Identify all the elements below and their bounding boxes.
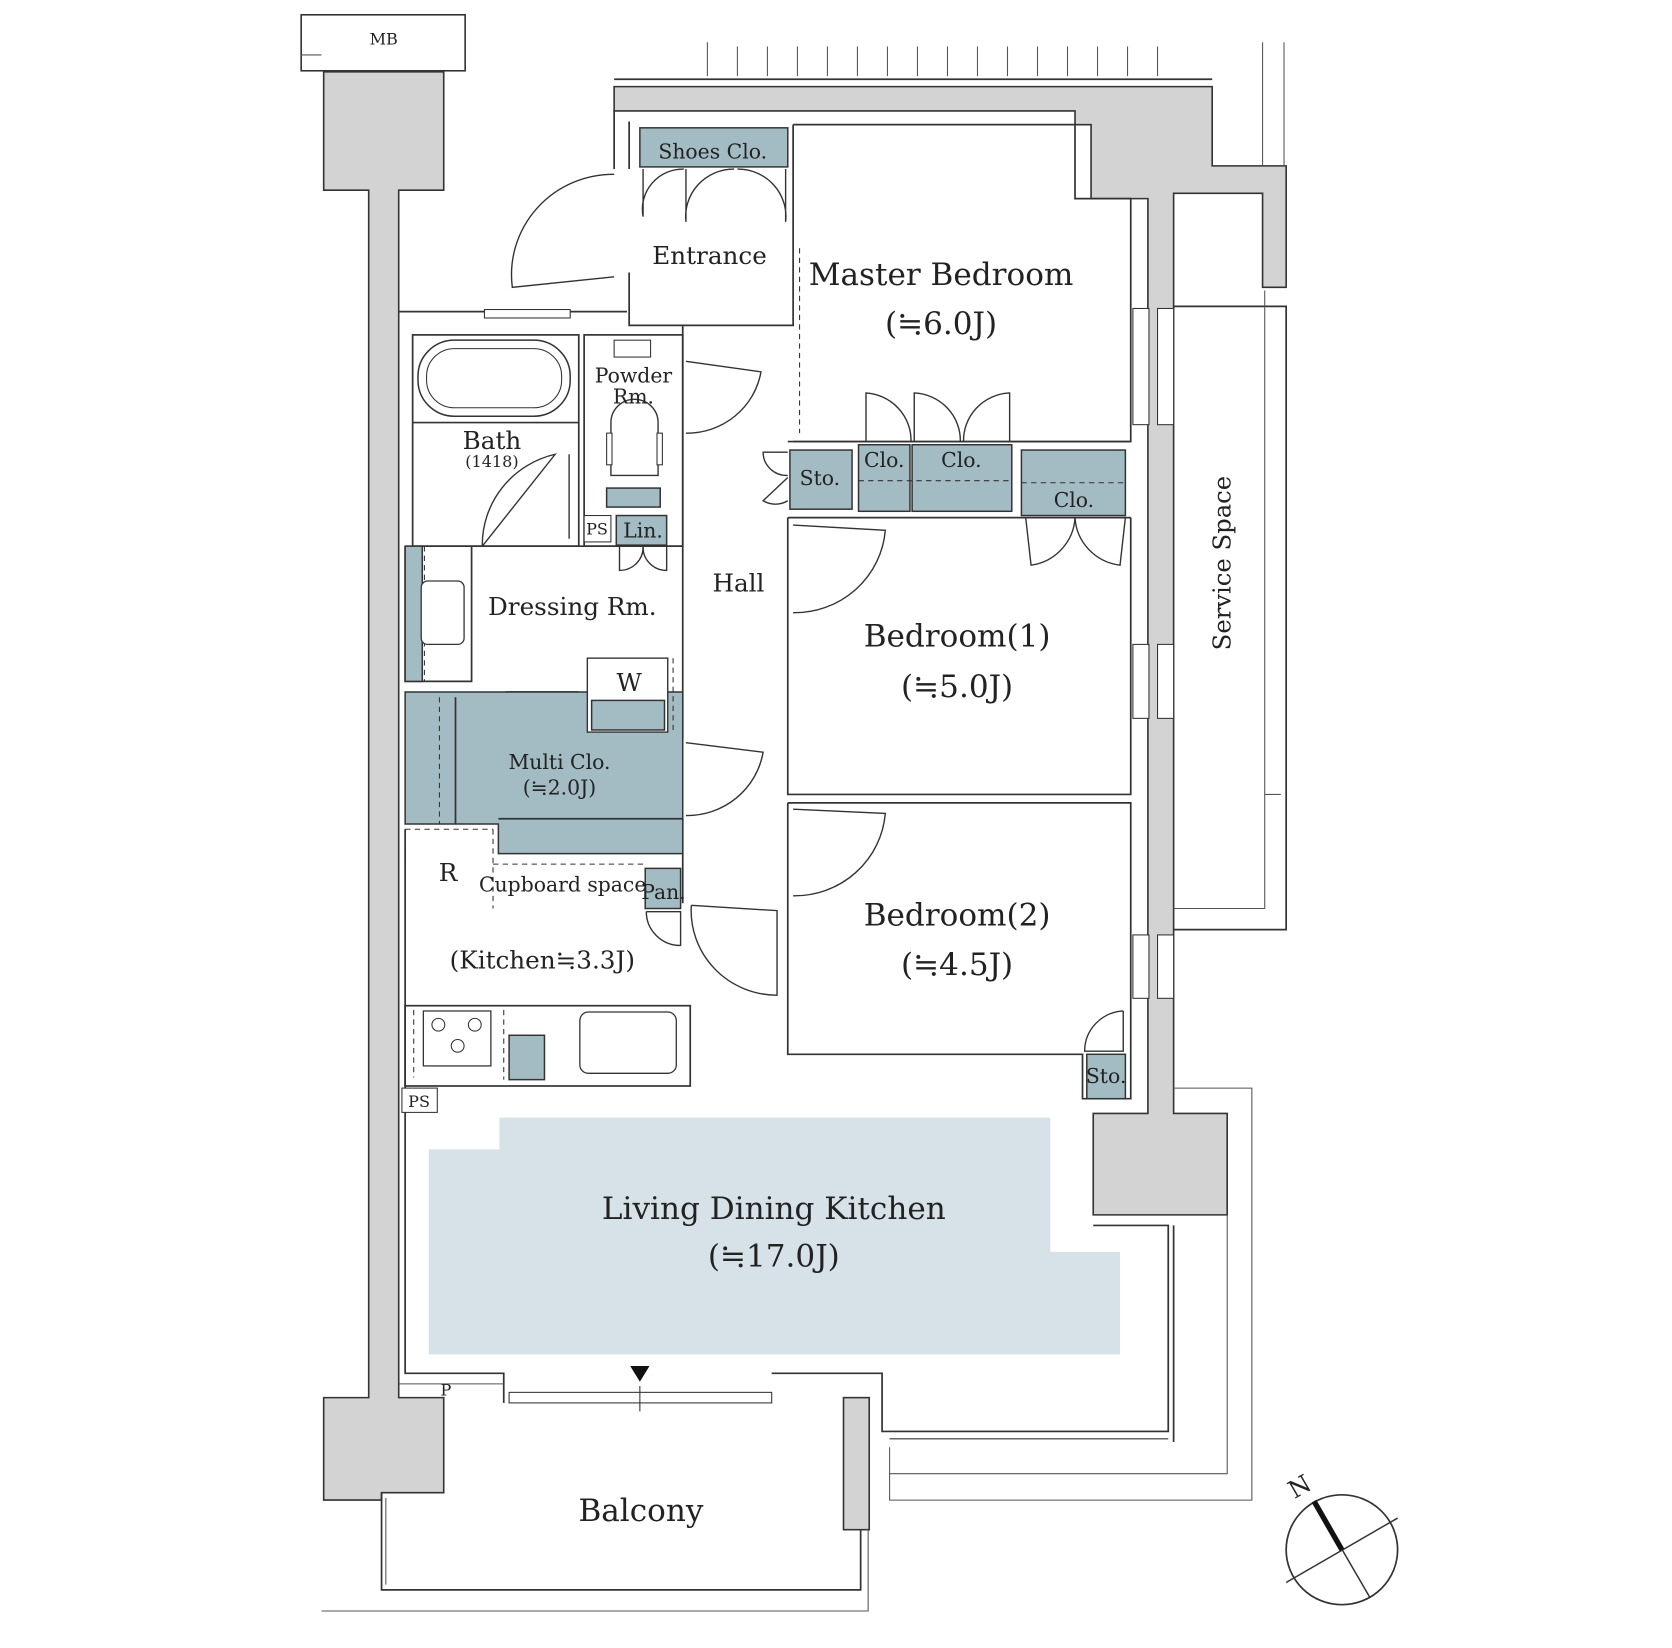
structural-walls <box>300 13 1287 1531</box>
label-closet-1: Clo. <box>864 448 904 472</box>
clo-box-2 <box>911 444 1013 513</box>
label-refrigerator: R <box>439 858 459 887</box>
label-closet-3: Clo. <box>1054 488 1094 512</box>
label-washer: W <box>616 668 642 697</box>
interior-partitions <box>321 110 1288 1612</box>
label-master-bedroom-size: (≒6.0J) <box>885 306 997 342</box>
balcony-pillar <box>842 1396 871 1531</box>
cooktop <box>422 1010 492 1067</box>
clo-box-1 <box>857 444 911 513</box>
storage-units <box>404 127 1127 1100</box>
label-mb: MB <box>370 29 398 48</box>
label-pantry: Pan. <box>641 880 685 904</box>
label-master-bedroom: Master Bedroom <box>809 257 1074 293</box>
label-ps-2: PS <box>408 1092 430 1111</box>
powder-sink <box>613 339 652 358</box>
linen-box <box>615 514 668 546</box>
toilet <box>610 398 659 477</box>
label-storage-1: Sto. <box>800 466 840 490</box>
label-bedroom-2-size: (≒4.5J) <box>901 947 1013 983</box>
mb-box <box>300 13 466 72</box>
label-ps-1: PS <box>586 520 608 539</box>
label-powder-room-2: Rm. <box>613 385 654 409</box>
label-bedroom-1: Bedroom(1) <box>864 619 1051 655</box>
label-balcony: Balcony <box>578 1493 704 1529</box>
label-entrance: Entrance <box>652 241 767 270</box>
label-bedroom-1-size: (≒5.0J) <box>901 669 1013 705</box>
entrance-arrow <box>630 1365 650 1382</box>
bathtub <box>417 339 571 417</box>
label-service-space: Service Space <box>1207 476 1236 650</box>
vanity-basin <box>420 580 465 646</box>
label-closet-2: Clo. <box>941 448 981 472</box>
label-multi-closet: Multi Clo. <box>508 750 610 774</box>
sto-box-2 <box>1086 1053 1127 1100</box>
pantry-box <box>644 867 682 910</box>
label-multi-closet-size: (≒2.0J) <box>523 776 596 800</box>
ps-box-1 <box>583 515 612 543</box>
label-bedroom-2: Bedroom(2) <box>864 898 1051 934</box>
label-dressing-room: Dressing Rm. <box>488 592 657 621</box>
label-pipe: P <box>440 1381 451 1400</box>
label-shoes-closet: Shoes Clo. <box>658 140 767 164</box>
fixtures <box>401 339 677 1382</box>
label-storage-2: Sto. <box>1086 1064 1126 1088</box>
doors <box>481 168 1127 1052</box>
compass-north: N <box>1283 1469 1316 1505</box>
railing-ticks <box>736 46 1159 77</box>
label-cupboard-space: Cupboard space <box>479 873 646 897</box>
room-labels: MB Shoes Clo. Entrance Master Bedroom (≒… <box>370 29 1237 1529</box>
label-bath: Bath <box>463 426 522 455</box>
windows <box>483 307 1175 1440</box>
label-kitchen: (Kitchen≒3.3J) <box>450 946 635 975</box>
kitchen-cabinet <box>508 1034 546 1081</box>
shoes-closet-box <box>639 127 789 168</box>
label-ldk: Living Dining Kitchen <box>602 1191 946 1227</box>
compass: N <box>1283 1469 1399 1606</box>
label-powder-room-1: Powder <box>595 364 673 388</box>
sto-box-1 <box>789 449 853 510</box>
dressing-shelf <box>404 545 424 683</box>
label-hall: Hall <box>712 569 764 598</box>
ldk-area <box>428 1117 1121 1355</box>
label-linen: Lin. <box>623 519 663 543</box>
compass-needle <box>1311 1499 1345 1552</box>
ps-box-2 <box>401 1087 438 1113</box>
kitchen-sink <box>579 1011 677 1074</box>
label-bath-size: (1418) <box>465 452 518 471</box>
label-ldk-size: (≒17.0J) <box>708 1239 840 1275</box>
